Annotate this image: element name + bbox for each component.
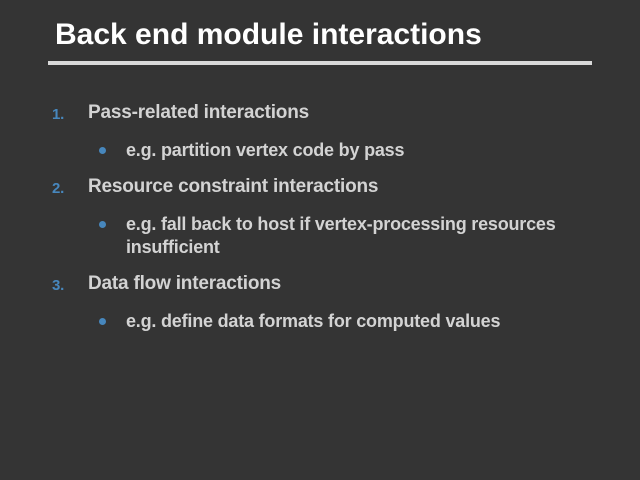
list-item-label: Data flow interactions	[88, 273, 282, 294]
list-item-2: 2. Resource constraint interactions	[0, 175, 640, 200]
sub-item-label: e.g. partition vertex code by pass	[126, 140, 405, 160]
bullet-icon	[99, 139, 126, 154]
sub-item-label: e.g. fall back to host if vertex-process…	[126, 214, 556, 257]
list-number: 3.	[52, 277, 65, 294]
bullet-list: 1. Pass-related interactions e.g. partit…	[0, 101, 640, 333]
bullet-icon	[99, 213, 126, 228]
list-item-3: 3. Data flow interactions	[0, 272, 640, 297]
title-underline	[48, 61, 592, 65]
page-title: Back end module interactions	[55, 18, 482, 51]
list-item-label: Pass-related interactions	[88, 102, 309, 123]
bullet-icon	[99, 310, 126, 325]
sub-list-item-3: e.g. define data formats for computed va…	[0, 310, 640, 333]
sub-list-item-2: e.g. fall back to host if vertex-process…	[0, 213, 640, 259]
slide: Back end module interactions 1. Pass-rel…	[0, 18, 640, 480]
list-number: 2.	[52, 180, 65, 197]
sub-item-label: e.g. define data formats for computed va…	[126, 311, 501, 331]
list-number: 1.	[52, 106, 65, 123]
list-item-1: 1. Pass-related interactions	[0, 101, 640, 126]
list-item-label: Resource constraint interactions	[88, 176, 379, 197]
sub-list-item-1: e.g. partition vertex code by pass	[0, 139, 640, 162]
